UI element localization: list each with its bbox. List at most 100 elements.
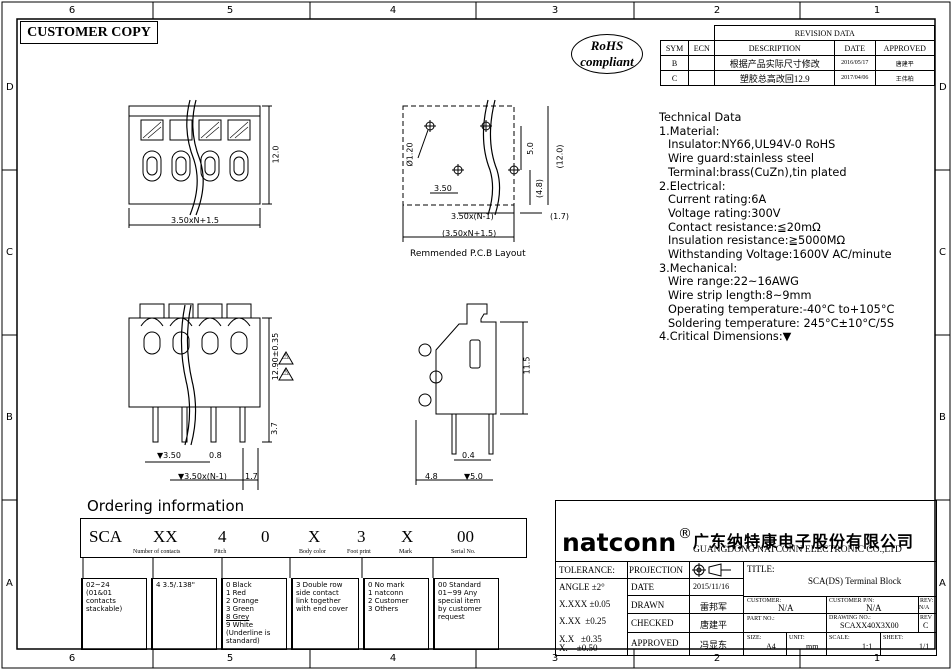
front-bottom-view (128, 303, 294, 490)
approved-value: 冯显东 (700, 640, 728, 650)
ordering-title: Ordering information (87, 497, 245, 515)
company-name-en: GUANGDONG NATCONN ELECTRONIC CO.,LTD (693, 545, 902, 555)
tech-mechanical: 3.Mechanical: (659, 261, 738, 275)
code-part: X (308, 527, 321, 546)
tech-current: Current rating:6A (668, 193, 767, 207)
code-label: Number of contacts (133, 549, 181, 555)
row-label: D (6, 82, 14, 93)
option-box-color: 0 Black 1 Red 2 Orange 3 Green 8 Grey 9 … (221, 578, 287, 650)
row-label: A (6, 578, 13, 589)
customer-value: N/A (778, 603, 794, 613)
dim-total: (3.50xN+1.5) (442, 229, 497, 238)
company-name-cn: 广东纳特康电子股份有限公司 (693, 532, 915, 551)
customer-copy-stamp: CUSTOMER COPY (20, 21, 158, 44)
customer-pn-label: CUSTOMER P/N: (829, 598, 875, 604)
size-label: SIZE: (747, 635, 762, 641)
revision-cell: 王伟柏 (874, 70, 936, 86)
option-line: (01&01 (86, 589, 113, 597)
sheet-value: 1/1 (919, 642, 930, 651)
dim-17: (1.7) (550, 212, 569, 221)
option-line: by customer (438, 605, 482, 613)
tb-line (689, 561, 690, 656)
option-line: 0 No mark (368, 581, 405, 589)
dim-350-bottom: ▼3.50 (157, 451, 181, 460)
revision-cell: C (659, 70, 690, 86)
column-label: 1 (873, 5, 881, 16)
column-label: 2 (713, 5, 721, 16)
option-box-mark: 0 No mark 1 natconn 2 Customer 3 Others (363, 578, 429, 650)
checked-label: CHECKED (631, 618, 674, 628)
option-line: 2 Orange (226, 597, 259, 605)
code-part: 00 (457, 527, 474, 546)
pcb-layout-view (402, 99, 549, 242)
sheet-label: SHEET: (883, 635, 904, 641)
revision-row: B 根据产品实际尺寸修改 2016/05/17 唐建平 (659, 55, 936, 71)
column-label: 6 (68, 5, 76, 16)
column-label: 4 (389, 653, 397, 664)
rohs-line1: RoHS (590, 38, 624, 53)
tech-operating: Operating temperature:-40°C to+105°C (668, 302, 895, 316)
dim-pitch: 3.50x(N-1) (451, 212, 494, 221)
tolerance-xx: X.XX ±0.25 (559, 616, 606, 626)
option-box-footprint: 3 Double row side contact link together … (291, 578, 359, 650)
tb-line (918, 596, 919, 632)
option-line: 3 Double row (296, 581, 343, 589)
tech-insulator: Insulator:NY66,UL94V-0 RoHS (668, 138, 836, 152)
dim-width: 3.50xN+1.5 (171, 216, 219, 225)
code-part: X (401, 527, 414, 546)
technical-data: Technical Data 1.Material: Insulator:NY6… (659, 111, 944, 344)
tolerance-x: X.X ±0.35 (559, 634, 602, 644)
code-label: Body color (299, 549, 326, 555)
scale-label: SCALE: (829, 635, 850, 641)
code-part: 3 (357, 527, 366, 546)
option-line: link together (296, 597, 341, 605)
column-label: 3 (551, 5, 559, 16)
tb-line (627, 613, 937, 614)
dim-04: 0.4 (462, 451, 475, 460)
tb-line (743, 596, 937, 597)
revision-table: REVISION DATA SYM ECN DESCRIPTION DATE A… (659, 25, 936, 86)
part-label: PART NO.: (747, 616, 775, 622)
column-label: 5 (226, 5, 234, 16)
date-label: DATE (631, 582, 654, 592)
scale-value: 1:1 (862, 642, 873, 651)
warning-icon: ⚠ (281, 352, 290, 362)
column-label: 6 (68, 653, 76, 664)
row-label: C (939, 247, 946, 258)
approved-label: APPROVED (631, 638, 679, 648)
tech-title: Technical Data (659, 111, 742, 124)
projection-label: PROJECTION (629, 565, 684, 575)
option-line: 4 3.5/.138" (156, 581, 195, 589)
tech-soldering: Soldering temperature: 245°C±10°C/5S (668, 316, 895, 330)
tech-material: 1.Material: (659, 124, 720, 138)
tb-line (826, 596, 827, 656)
tb-line (555, 578, 743, 579)
drawing-label: DRAWING NO.: (829, 615, 871, 621)
brand-logo: natconn (562, 528, 677, 557)
option-line: 3 Green (226, 605, 254, 613)
tolerance-xxxx: X.XXX ±0.05 (559, 599, 611, 609)
option-box-contacts: 02~24 (01&01 contacts stackable) (81, 578, 147, 650)
column-label: 4 (389, 5, 397, 16)
option-line: with end cover (296, 605, 348, 613)
rev2-value: C (923, 621, 929, 630)
row-label: D (939, 82, 947, 93)
revision-cell (688, 70, 716, 86)
tech-terminal: Terminal:brass(CuZn),tin plated (668, 165, 847, 179)
column-label: 1 (873, 653, 881, 664)
option-box-serial: 00 Standard 01~99 Any special item by cu… (433, 578, 499, 650)
option-line: 3 Others (368, 605, 399, 613)
tb-line (627, 632, 937, 633)
column-label: 3 (551, 653, 559, 664)
unit-label: UNIT: (789, 635, 805, 641)
row-label: B (939, 412, 946, 423)
code-label: Foot print (347, 549, 371, 555)
option-line: 1 natconn (368, 589, 404, 597)
revision-cell: 2017/04/06 (833, 70, 876, 86)
tech-contact: Contact resistance:≦20mΩ (668, 220, 821, 234)
dim-48-side: 4.8 (425, 472, 438, 481)
title-label: TITLE: (747, 564, 775, 574)
option-line: 02~24 (86, 581, 110, 589)
